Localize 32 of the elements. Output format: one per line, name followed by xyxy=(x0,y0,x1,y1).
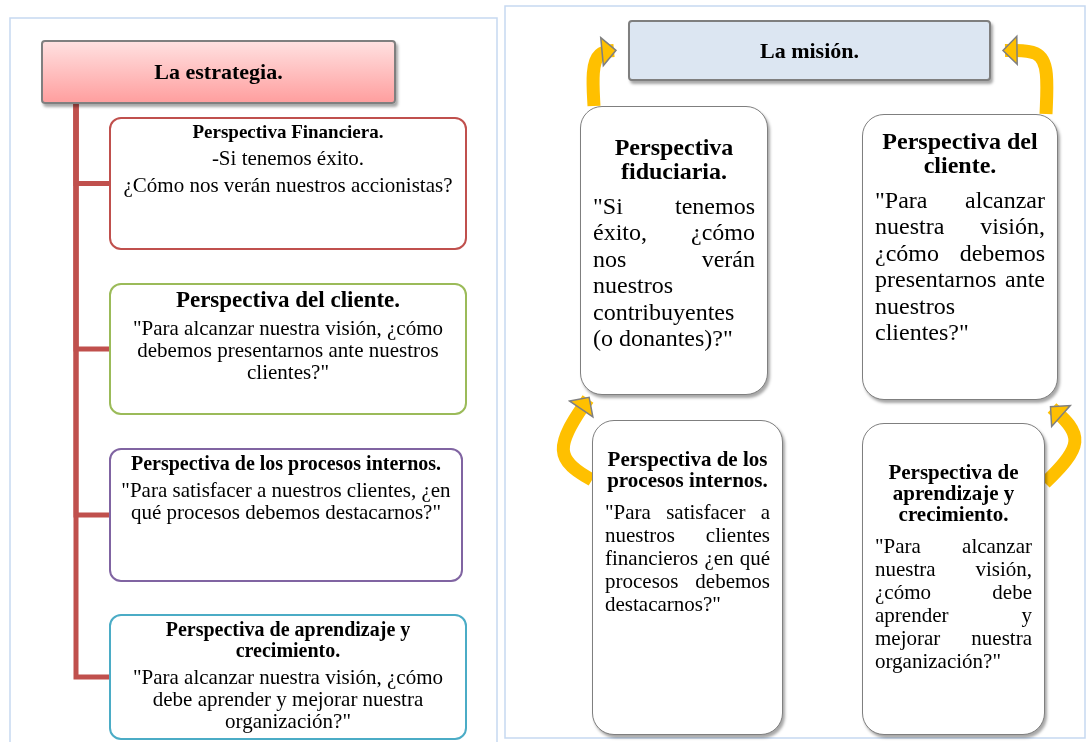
card-title: Perspectiva Financiera. xyxy=(191,122,385,142)
card-title: Perspectiva de aprendizaje y crecimiento. xyxy=(164,619,412,661)
card-title: Perspectiva del cliente. xyxy=(174,288,402,313)
card-text: "Para alcanzar nuestra visión, ¿cómo debemos presentarnos ante nuestros clientes?" xyxy=(132,317,444,384)
perspective-card xyxy=(592,420,783,735)
card-text: "Si tenemos éxito, ¿cómo nos verán nuestros contribuyentes (o donantes)?" xyxy=(593,193,755,352)
card-title: La misión. xyxy=(759,38,860,63)
connector-line xyxy=(73,104,109,680)
card-title: Perspectiva fiduciaria. xyxy=(613,135,735,183)
curved-arrow xyxy=(586,36,618,107)
perspective-card xyxy=(862,114,1058,400)
card-text: "Para satisfacer a nuestros clientes financieros ¿en qué procesos debemos destacarnos?" xyxy=(605,501,770,617)
card-title: Perspectiva de los procesos internos. xyxy=(129,453,443,474)
perspective-card xyxy=(109,448,463,582)
card-title: La estrategia. xyxy=(153,60,284,84)
card-text: "Para alcanzar nuestra visión, ¿cómo debe aprender y mejorar nuestra organización?" xyxy=(875,535,1032,674)
card-text: "Para alcanzar nuestra visión, ¿cómo debe aprender y mejorar nuestra organización?" xyxy=(132,666,444,733)
card-text: "Para alcanzar nuestra visión, ¿cómo debemos presentarnos ante nuestros clientes?" xyxy=(875,187,1045,346)
header-box xyxy=(41,40,396,104)
card-title: Perspectiva del cliente. xyxy=(881,129,1039,177)
perspective-card xyxy=(580,106,768,395)
perspective-card xyxy=(109,283,467,415)
card-title: Perspectiva de aprendizaje y crecimiento. xyxy=(887,462,1020,525)
header-box xyxy=(628,20,991,81)
card-title: Perspectiva de los procesos internos. xyxy=(606,449,769,491)
perspective-card xyxy=(109,117,467,250)
card-text: "Para satisfacer a nuestros clientes, ¿en qué procesos debemos destacarnos?" xyxy=(120,479,452,524)
perspective-card xyxy=(109,614,467,740)
card-text: -Si tenemos éxito. xyxy=(210,146,366,169)
card-text: ¿Cómo nos verán nuestros accionistas? xyxy=(122,174,454,197)
perspective-card xyxy=(862,423,1045,735)
curved-arrow xyxy=(1002,35,1054,115)
